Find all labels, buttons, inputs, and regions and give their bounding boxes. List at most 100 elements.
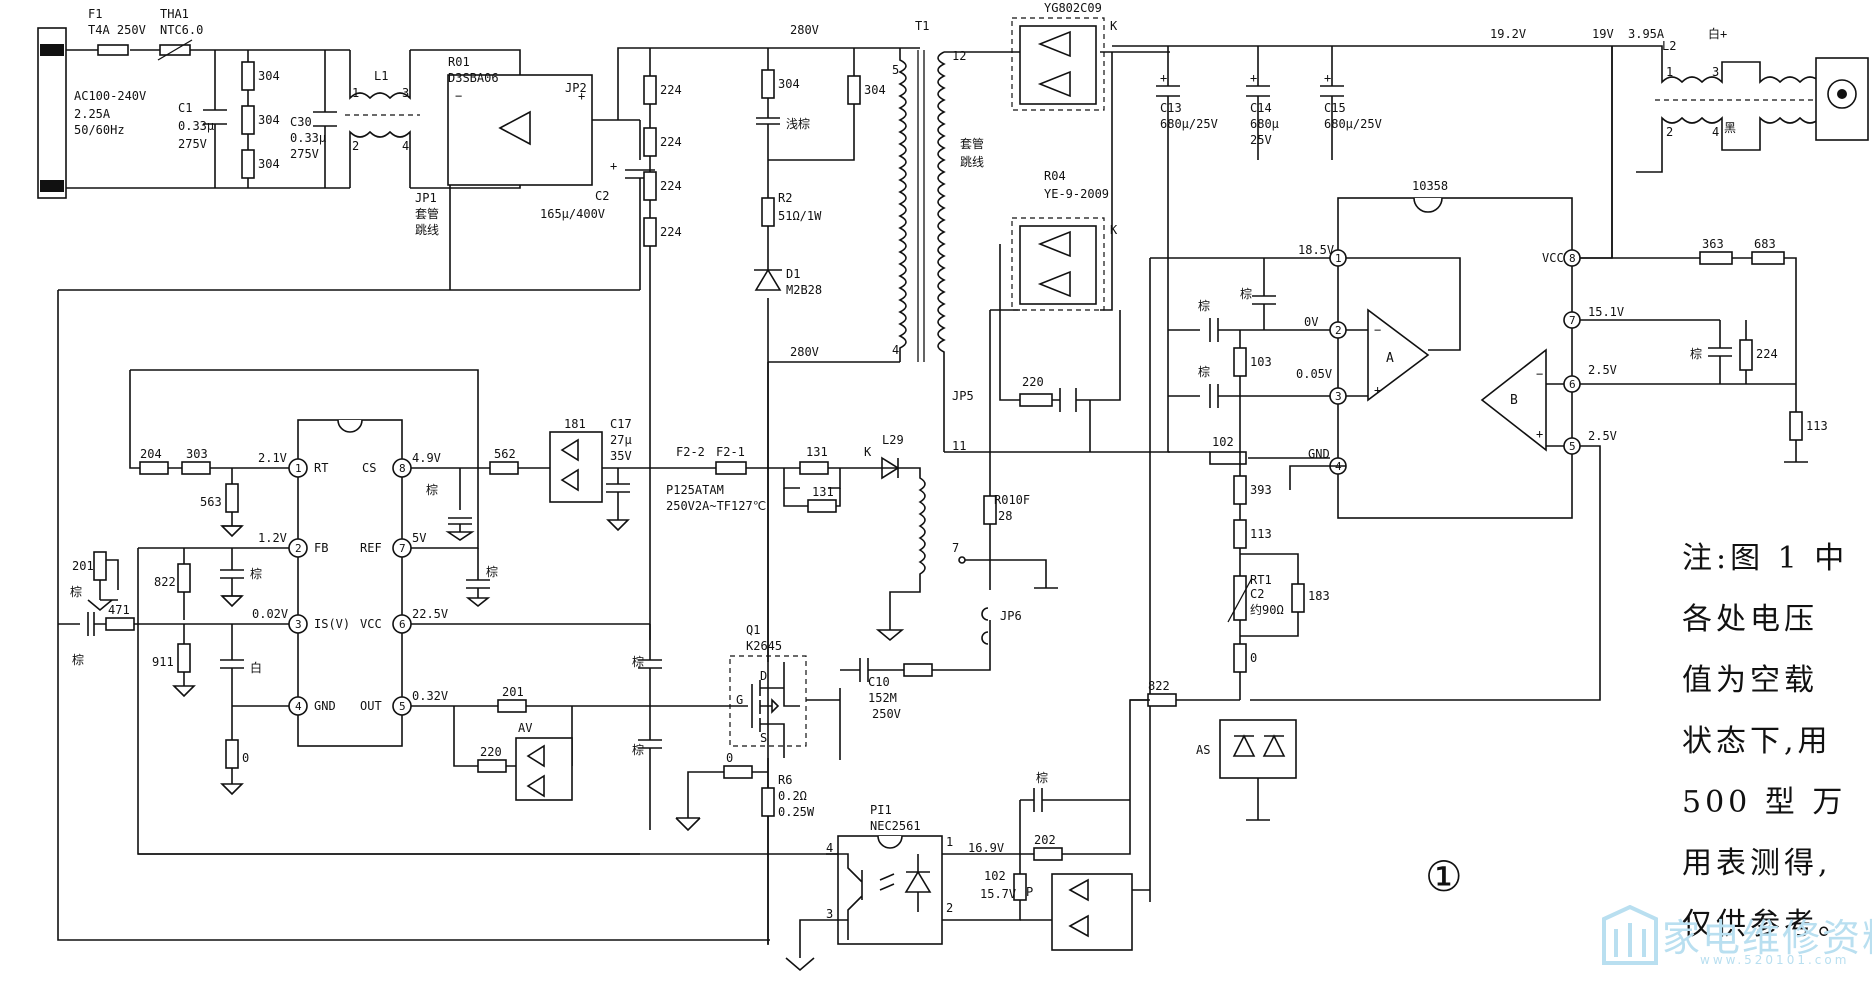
q1-drain-snubber: [767, 362, 991, 760]
pwm-v-cs: 4.9V: [412, 451, 441, 465]
c2-ref: C2: [595, 189, 609, 203]
q1-symbol: [738, 662, 800, 758]
svg-text:1: 1: [946, 835, 953, 849]
gate-caps: [638, 624, 662, 830]
c15-value: 680μ/25V: [1324, 117, 1382, 131]
r683-label: 683: [1754, 237, 1776, 251]
aux-r131b: 131: [812, 485, 834, 499]
as-rectifier: [1219, 719, 1297, 779]
opamp-r102: 102: [1212, 435, 1234, 449]
watermark-text: 家电维修资料网: [1662, 916, 1872, 960]
pwm-r471: 471: [108, 603, 130, 617]
t1-secondary-winding: [937, 51, 946, 452]
pwm-r201b: 201: [502, 685, 524, 699]
opamp-pin3-voltage: 0.05V: [1296, 367, 1332, 381]
mosfet-q1: Q1 K2645 G D S C10 152M 250V 0 R6 0.2Ω 0…: [675, 362, 991, 944]
snubber-r304b-label: 304: [864, 83, 886, 97]
optocoupler-pi1: PI1 NEC2561 4 3 1 2 102 16.9V 15.7V 202 …: [138, 699, 1150, 972]
pwm-cap-brown-is-1: 棕: [70, 584, 82, 599]
f2-value-1: P125ATAM: [666, 483, 724, 497]
c13-ref: C13: [1160, 101, 1182, 115]
ntc-ref: THA1: [160, 7, 189, 21]
note-block: 注:图 1 中 各处电压 值为空载 状态下,用 500 型 万 用表测得, 仅供…: [1682, 528, 1852, 955]
c17-ref: C17: [610, 417, 632, 431]
svg-text:1: 1: [1666, 65, 1673, 79]
svg-text:B: B: [1510, 393, 1518, 408]
pi1-ref: PI1: [870, 803, 892, 817]
rt1-ref: RT1: [1250, 573, 1272, 587]
snubber-cap-label: 浅棕: [786, 116, 810, 131]
opamp-b: [1480, 348, 1547, 452]
svg-text:1: 1: [295, 462, 302, 475]
svg-text:2: 2: [1335, 324, 1342, 337]
svg-text:K: K: [1110, 223, 1118, 237]
svg-text:S: S: [760, 731, 767, 745]
pwm-cap-brown-cs: 棕: [426, 482, 438, 497]
svg-text:A: A: [1386, 351, 1394, 366]
t1-note-2: 跳线: [960, 155, 984, 169]
svg-text:8: 8: [399, 462, 406, 475]
opamp-pin7-voltage: 15.1V: [1588, 305, 1624, 319]
r224-label-4: 224: [660, 225, 682, 239]
fuse-f1: [97, 44, 129, 56]
pi1-value: NEC2561: [870, 819, 921, 833]
output-section: 19.2V 19V 3.95A + + + C13 680μ/25V C14 6…: [1112, 26, 1869, 452]
pi1-p-label: P: [1026, 885, 1033, 899]
ac-input-connector: [37, 27, 67, 199]
pwm-pin-is: IS(V): [314, 617, 350, 631]
note-line-1: 注:图 1 中: [1682, 541, 1849, 576]
svg-text:4: 4: [295, 700, 302, 713]
pi1-r102: 102: [984, 869, 1006, 883]
c1-plates: [203, 109, 227, 125]
ntc-value: NTC6.0: [160, 23, 203, 37]
svg-text:+: +: [1324, 71, 1331, 85]
jp1-note-1: 套管: [415, 206, 439, 221]
r2-ref: R2: [778, 191, 792, 205]
q1-r0: 0: [726, 751, 733, 765]
t1-primary-winding: [898, 48, 907, 362]
c1-ref: C1: [178, 101, 192, 115]
svg-text:8: 8: [1569, 252, 1576, 265]
opamp-r103: 103: [1250, 355, 1272, 369]
r304-label-3: 304: [258, 157, 280, 171]
watermark-url: www.520101.com: [1700, 953, 1850, 967]
pwm-pin-cs: CS: [362, 461, 376, 475]
fuse-f1-ref: F1: [88, 7, 102, 21]
svg-text:7: 7: [1569, 314, 1576, 327]
c13-value: 680μ/25V: [1160, 117, 1218, 131]
opamp-pin2-voltage: 0V: [1304, 315, 1318, 329]
svg-text:1: 1: [1335, 252, 1342, 265]
note-line-2: 各处电压: [1682, 602, 1818, 637]
ac-input-pin-2: [40, 180, 64, 192]
q1-value: K2645: [746, 639, 782, 653]
output-v19: 19V: [1592, 27, 1614, 41]
input-section: AC100-240V 2.25A 50/60Hz F1 T4A 250V THA…: [37, 7, 920, 640]
pwm-r0: 0: [242, 751, 249, 765]
t1-note-1: 套管: [960, 136, 984, 151]
ac-input-label-3: 50/60Hz: [74, 123, 125, 137]
opamp-right-network: [1612, 257, 1808, 463]
bridge-ref: R01: [448, 55, 470, 69]
c10-ref: C10: [868, 675, 890, 689]
opamp-cap-brown-2: 棕: [1198, 298, 1210, 313]
pwm-r204: 204: [140, 447, 162, 461]
snubber-section: 304 浅棕 R2 51Ω/1W D1 M2B28 304 280V: [754, 48, 900, 945]
r224-right-label: 224: [1756, 347, 1778, 361]
opamp-cap-brown-3: 棕: [1198, 364, 1210, 379]
c2-value: 165μ/400V: [540, 207, 605, 221]
d1-ref: D1: [786, 267, 800, 281]
output-plus-label: 白+: [1708, 26, 1727, 41]
l1-ref: L1: [374, 69, 388, 83]
av-label: AV: [518, 721, 532, 735]
l2-bottom: [1661, 109, 1836, 151]
c14-value-2: 25V: [1250, 133, 1272, 147]
r183-label: 183: [1308, 589, 1330, 603]
svg-text:3: 3: [826, 907, 833, 921]
note-line-7: 仅供参考。: [1682, 907, 1852, 942]
pwm-cap-brown-ref: 棕: [486, 564, 498, 579]
snubber-r304: 304: [778, 77, 800, 91]
svg-text:G: G: [736, 693, 743, 707]
svg-text:2: 2: [295, 542, 302, 555]
l1-top-winding: [349, 49, 420, 100]
opamp-input-network: [1149, 257, 1330, 902]
